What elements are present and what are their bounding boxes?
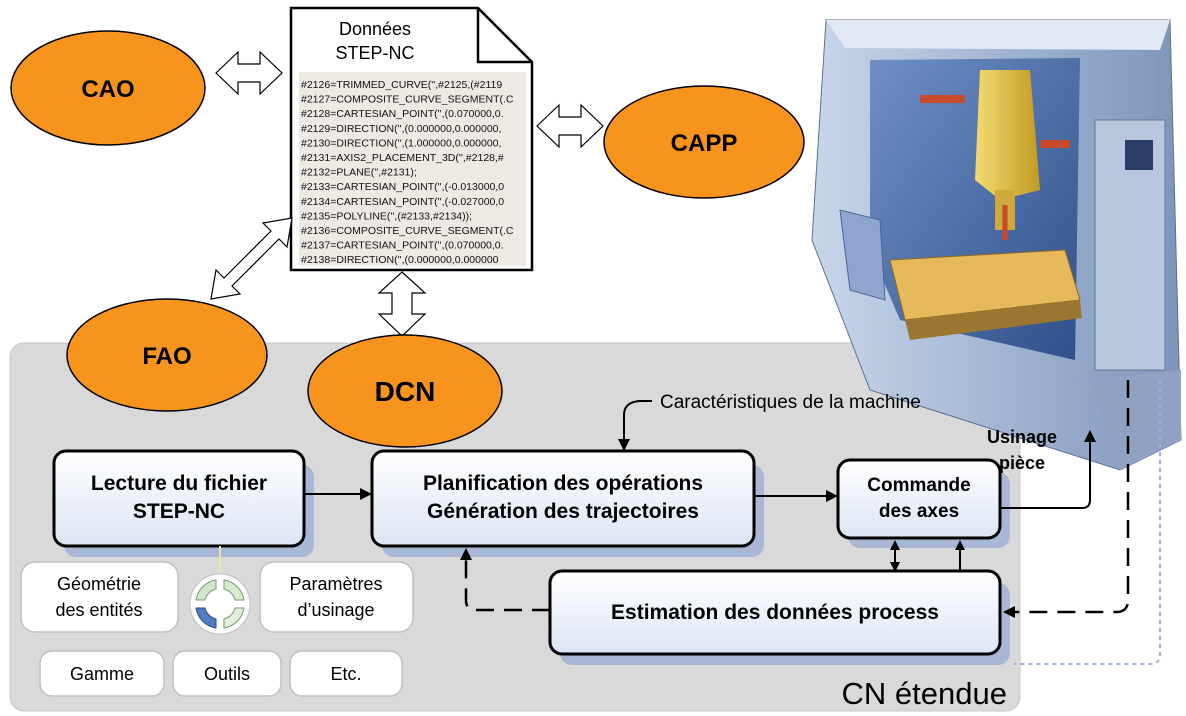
cao-node: CAO bbox=[10, 30, 206, 146]
document-title-line1: Données bbox=[339, 19, 411, 39]
code-line: #2130=DIRECTION('',(1.000000,0.000000, bbox=[301, 137, 501, 149]
code-line: #2129=DIRECTION('',(0.000000,0.000000, bbox=[301, 123, 501, 135]
usinage-line1: Usinage bbox=[987, 427, 1057, 447]
geometrie-line1: Géométrie bbox=[57, 574, 141, 594]
code-line: #2132=PLANE('',#2131); bbox=[301, 167, 417, 179]
dcn-label: DCN bbox=[375, 376, 436, 407]
caracteristiques-label: Caractéristiques de la machine bbox=[660, 392, 921, 413]
lecture-block: Lecture du fichier STEP-NC bbox=[52, 449, 306, 548]
code-line: #2128=CARTESIAN_POINT('',(0.070000,0. bbox=[301, 108, 504, 120]
gamme-item: Gamme bbox=[39, 650, 165, 697]
etc-label: Etc. bbox=[330, 664, 361, 684]
cycle-arrows-icon bbox=[189, 573, 251, 635]
sensor-dotted-line bbox=[1014, 380, 1161, 665]
cao-label: CAO bbox=[81, 76, 134, 103]
code-line: #2135=POLYLINE('',(#2133,#2134)); bbox=[301, 210, 472, 222]
feedback-arrows bbox=[464, 380, 1130, 614]
code-line: #2133=CARTESIAN_POINT('',(-0.013000,0 bbox=[301, 181, 504, 193]
capp-node: CAPP bbox=[603, 85, 805, 199]
document-code-lines: #2126=TRIMMED_CURVE('',#2125,(#2119 #2127… bbox=[301, 79, 514, 266]
cn-etendue-label: CN étendue bbox=[842, 676, 1007, 711]
machine-tool-illustration bbox=[811, 19, 1182, 471]
code-line: #2134=CARTESIAN_POINT('',(-0.027000,0 bbox=[301, 196, 504, 208]
document-capp-arrow bbox=[536, 103, 604, 149]
arrow-heads bbox=[360, 430, 1096, 572]
planification-block: Planification des opérations Génération … bbox=[370, 449, 756, 548]
outils-item: Outils bbox=[172, 650, 282, 697]
estimation-block: Estimation des données process bbox=[548, 569, 1002, 656]
usinage-line2: pièce bbox=[999, 453, 1045, 473]
fao-label: FAO bbox=[142, 343, 191, 370]
parametres-item: Paramètres d’usinage bbox=[259, 561, 414, 633]
planification-line1: Planification des opérations bbox=[423, 472, 703, 495]
commande-line2: des axes bbox=[879, 501, 959, 522]
feedback-arrow-head-2 bbox=[1003, 606, 1015, 618]
step-nc-document: Données STEP-NC #2126=TRIMMED_CURVE('',#… bbox=[289, 6, 534, 272]
commande-line1: Commande bbox=[867, 475, 970, 496]
code-line: #2136=COMPOSITE_CURVE_SEGMENT(.C bbox=[301, 225, 514, 237]
estimation-label: Estimation des données process bbox=[611, 601, 939, 624]
geometrie-line2: des entités bbox=[55, 600, 142, 620]
fao-document-arrow bbox=[210, 217, 293, 300]
code-line: #2137=CARTESIAN_POINT('',(0.070000,0. bbox=[301, 240, 504, 252]
commande-block: Commande des axes bbox=[836, 458, 1002, 540]
lecture-line1: Lecture du fichier bbox=[91, 472, 267, 495]
etc-item: Etc. bbox=[289, 650, 403, 697]
code-line: #2126=TRIMMED_CURVE('',#2125,(#2119 bbox=[301, 79, 502, 91]
code-line: #2131=AXIS2_PLACEMENT_3D('',#2128,# bbox=[301, 152, 504, 164]
parametres-line1: Paramètres bbox=[289, 574, 382, 594]
code-line: #2138=DIRECTION('',(0.000000,0.000000 bbox=[301, 254, 499, 266]
planification-line2: Génération des trajectoires bbox=[427, 500, 699, 523]
document-dcn-arrow bbox=[377, 271, 427, 337]
code-line: #2127=COMPOSITE_CURVE_SEGMENT(.C bbox=[301, 94, 514, 106]
feedback-arrow-head-1 bbox=[460, 548, 472, 560]
outils-label: Outils bbox=[204, 664, 250, 684]
fao-node: FAO bbox=[66, 298, 268, 412]
capp-label: CAPP bbox=[671, 130, 738, 157]
document-title-line2: STEP-NC bbox=[335, 43, 414, 63]
gamme-label: Gamme bbox=[70, 664, 134, 684]
dcn-node: DCN bbox=[307, 334, 503, 448]
cao-document-arrow bbox=[215, 50, 283, 96]
geometrie-item: Géométrie des entités bbox=[20, 561, 179, 633]
lecture-line2: STEP-NC bbox=[133, 500, 225, 523]
parametres-line2: d’usinage bbox=[297, 600, 374, 620]
